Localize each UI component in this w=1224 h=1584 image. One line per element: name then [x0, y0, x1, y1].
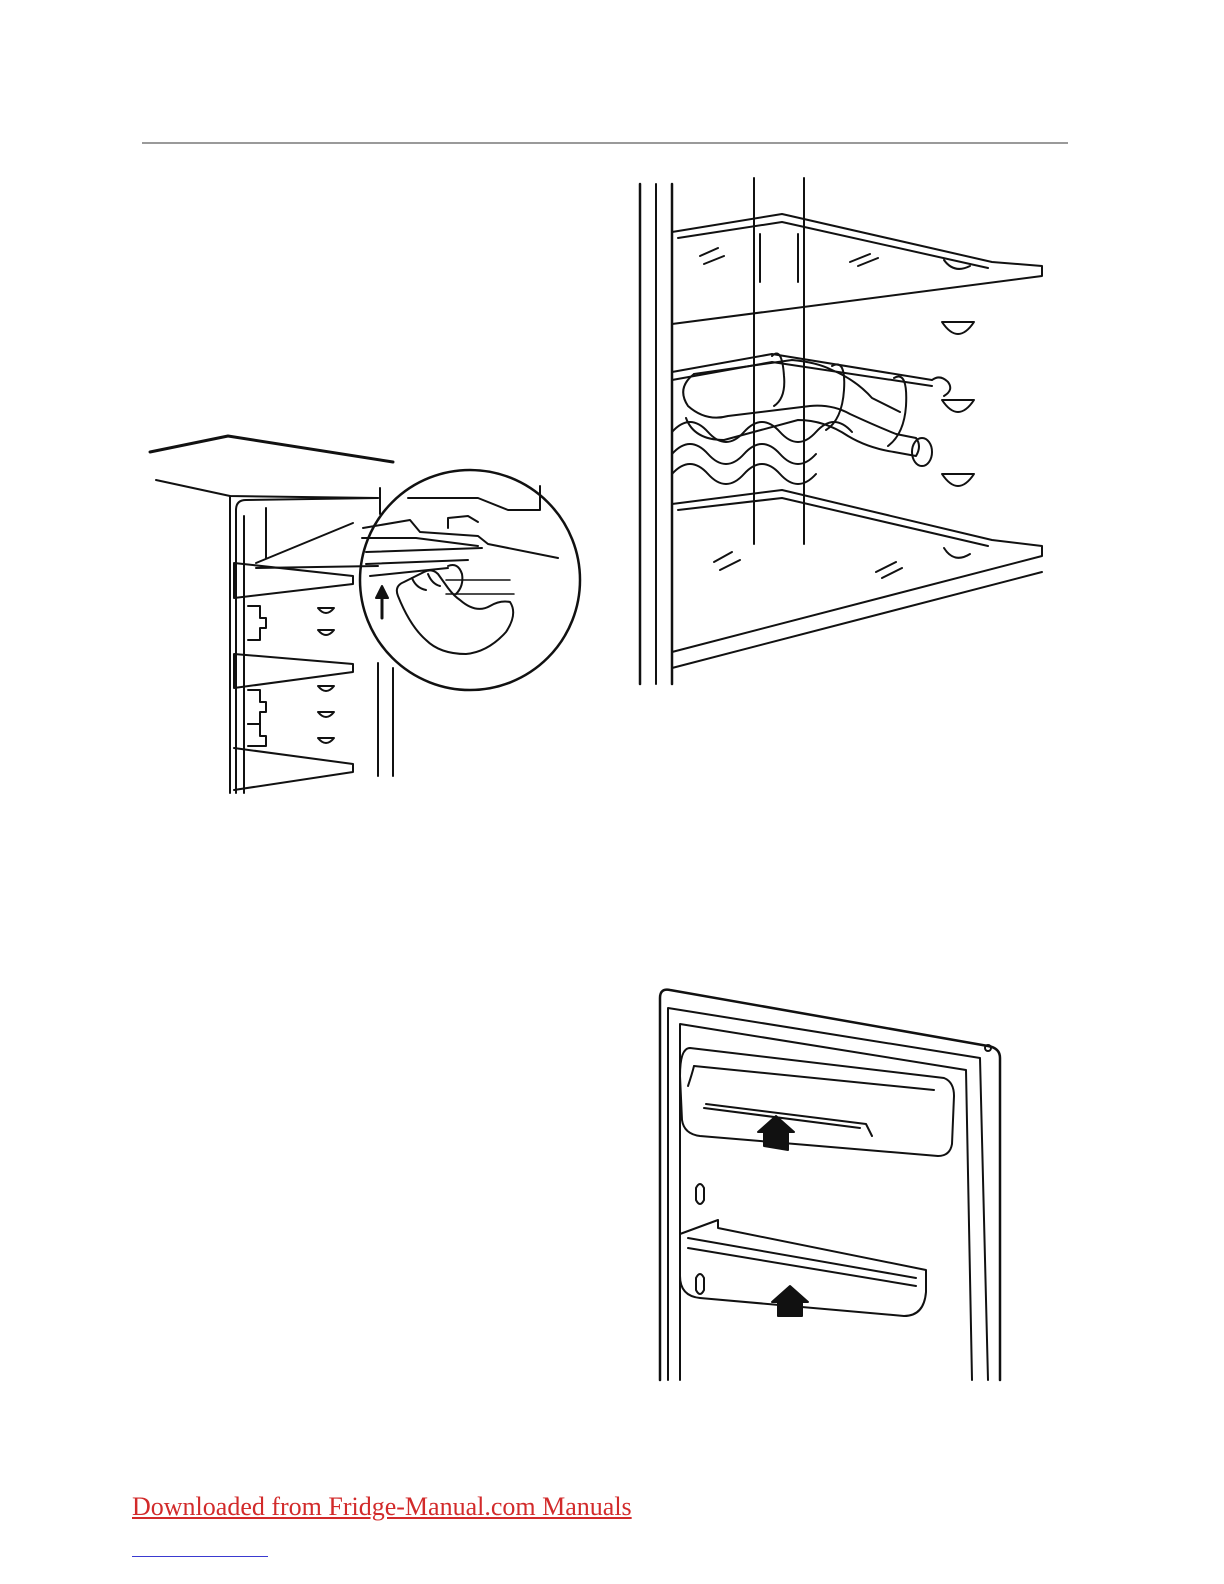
header-rule — [142, 142, 1068, 144]
wine-rack-illustration — [632, 174, 1052, 694]
door-balcony-illustration — [654, 986, 1014, 1386]
shelf-removal-illustration — [148, 428, 598, 798]
footer-download-link[interactable]: Downloaded from Fridge-Manual.com Manual… — [132, 1492, 632, 1522]
footer-divider — [132, 1556, 268, 1557]
